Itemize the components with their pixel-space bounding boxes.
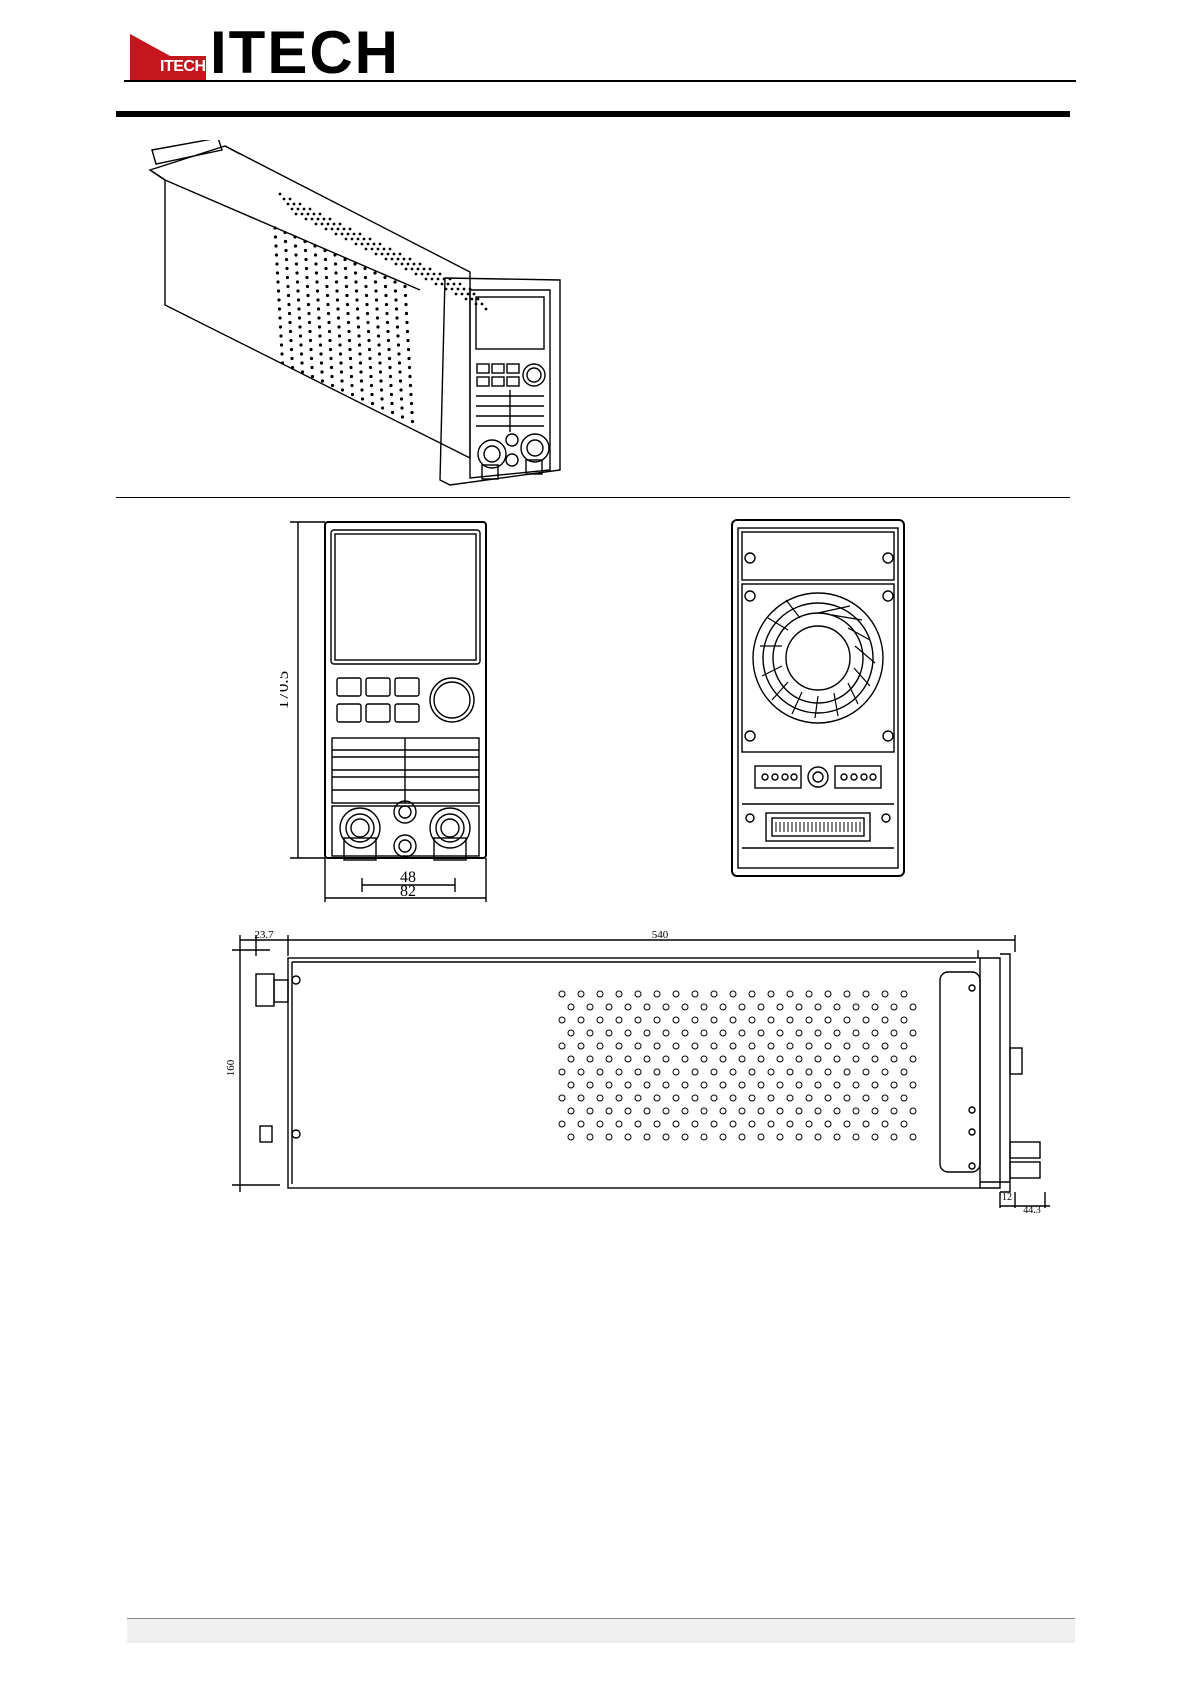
dim-side-front-depth-b: 44.3	[1023, 1205, 1041, 1215]
logo-wordmark: ITECH	[210, 20, 400, 86]
side-view-drawing: 23.7 540 160 12 44.3	[220, 930, 1080, 1215]
header-rule-thick	[116, 111, 1070, 117]
logo-sub-text: ITECH	[160, 58, 206, 76]
dim-side-length: 540	[652, 930, 669, 941]
page-header: ITECH ITECH	[0, 0, 1191, 120]
dim-side-front-depth-a: 12	[1002, 1192, 1012, 1203]
connector-pins	[776, 822, 860, 832]
section-divider	[116, 497, 1070, 498]
side-perforation-dots	[273, 193, 487, 424]
header-rule-thin	[124, 80, 1076, 82]
isometric-view-drawing	[140, 140, 590, 490]
dim-side-height: 160	[225, 1059, 237, 1076]
rear-view-drawing	[730, 518, 910, 883]
front-view-drawing: 170.5 48 82	[280, 510, 510, 905]
side-vent-holes	[559, 991, 916, 1140]
dim-front-height: 170.5	[280, 671, 292, 709]
dim-front-width: 82	[400, 883, 416, 900]
fan-blades	[760, 600, 875, 718]
dim-side-rear-offset: 23.7	[254, 930, 274, 941]
page-footer	[127, 1618, 1075, 1643]
